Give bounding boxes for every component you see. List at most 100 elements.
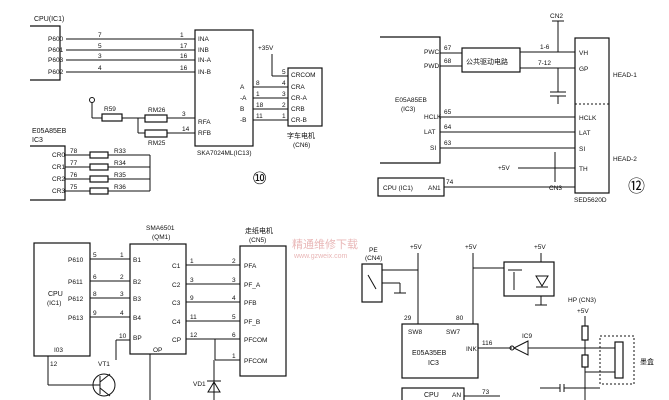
d10-out-num: 18 — [256, 102, 264, 109]
d12-left-num: 63 — [444, 140, 452, 147]
dpe-cpu: CPU — [424, 392, 439, 399]
d10-pin-num: 4 — [98, 65, 102, 72]
d11-sma-ref: (QM1) — [152, 234, 170, 241]
d12-cn2: CN2 — [550, 13, 563, 20]
d11-vt1: VT1 — [98, 361, 110, 368]
d11-num-a: 8 — [93, 291, 97, 298]
d11-pf-pin: PFB — [244, 300, 257, 307]
d10-ic13-in: IN-B — [198, 69, 211, 76]
watermark-text: 精通维修下载 — [292, 237, 358, 251]
d12-left-pin: LAT — [424, 129, 435, 136]
dpe-n29: 29 — [404, 315, 412, 322]
d11-c-num: 11 — [190, 314, 197, 321]
d10-ic13-out: -B — [240, 117, 247, 124]
d10-pin-num: 5 — [98, 43, 102, 50]
dpe-n80: 80 — [456, 315, 464, 322]
dpe-n73: 73 — [482, 389, 490, 396]
d11-c-num: 1 — [190, 258, 194, 265]
d10-cr-pin: CR3 — [52, 188, 65, 195]
d11-pin: P612 — [68, 296, 84, 303]
d11-c-pin: C3 — [172, 300, 181, 307]
d11-pin: P613 — [68, 315, 84, 322]
d10-cr-num: 78 — [70, 148, 78, 155]
d10-cn-num: 3 — [282, 91, 286, 98]
d11-pf-pin: PFCOM — [244, 337, 267, 344]
dpe-plus5: +5V — [534, 244, 546, 251]
d12-head-connector — [574, 37, 610, 194]
d12-cn3: CN3 — [549, 185, 562, 192]
d12-driver-box — [461, 47, 521, 73]
d10-plus35: +35V — [258, 45, 274, 52]
d10-rfb-num: 14 — [182, 126, 190, 133]
d11-c-pin: C1 — [172, 263, 181, 270]
dpe-cn4: (CN4) — [365, 255, 382, 262]
d11-num-a: 9 — [93, 310, 97, 317]
d11-b-pin: B3 — [133, 296, 141, 303]
dpe-n116: 116 — [482, 340, 493, 347]
d11-b-pin: B1 — [133, 257, 141, 264]
d11-pin: P610 — [68, 257, 84, 264]
d10-r59 — [101, 113, 123, 122]
d10-motor-pin: CRA — [291, 84, 305, 91]
d10-ic13 — [194, 29, 254, 147]
dpe-plus5b: +5V — [577, 308, 589, 315]
d11-c-num: 3 — [190, 277, 194, 284]
d10-motor-pin: CR-B — [291, 117, 307, 124]
d11-paper-motor: 走纸电机 — [245, 226, 273, 235]
d11-pf-num: 6 — [232, 332, 236, 339]
d10-cpu-label: CPU(IC1) — [34, 16, 64, 23]
d10-ic13-out: B — [240, 106, 244, 113]
d12-ic3-label: E05A85EB — [395, 97, 427, 104]
d12-left-pin: SI — [430, 145, 436, 152]
d10-ic3-ref: IC3 — [32, 137, 43, 144]
d11-vd1: VD1 — [193, 381, 206, 388]
d12-head-pin: TH — [579, 166, 588, 173]
d10-ic3-box — [30, 145, 66, 201]
d10-rfb: RFB — [198, 130, 211, 137]
dpe-ink: INK — [466, 346, 478, 353]
d11-op: OP — [153, 347, 162, 354]
d12-head2: HEAD-2 — [613, 156, 637, 163]
d10-cr-pin: CR0 — [52, 152, 65, 159]
d10-cr-resistors — [65, 151, 151, 195]
d11-num-a: 5 — [93, 252, 97, 259]
dpe-plus5: +5V — [410, 244, 422, 251]
d11-cpu: CPU — [48, 291, 63, 298]
d10-cpu-pin: P603 — [48, 57, 64, 64]
d12-head-ref: SED5620D — [574, 197, 607, 204]
d11-b-pin: BP — [133, 335, 142, 342]
d11-b-pin: B4 — [133, 315, 141, 322]
d10-cr-res: R35 — [114, 172, 126, 179]
d10-motor-ref: (CN6) — [293, 142, 310, 149]
d11-cpu-ref: (IC1) — [47, 300, 61, 307]
d11-pf-pin: PF_B — [244, 319, 260, 326]
d12-pwd: PWD — [424, 63, 439, 70]
d11-cpu-box — [33, 242, 91, 357]
d10-cr-res: R36 — [114, 184, 126, 191]
d12-an1: AN1 — [428, 185, 441, 192]
d10-pin-num: 16 — [180, 65, 188, 72]
d11-sma-box — [129, 243, 187, 355]
dpe-ic9: IC9 — [522, 333, 533, 340]
d11-pf-num: 1 — [232, 353, 236, 360]
d11-bp-num: 10 — [119, 333, 127, 340]
d11-pf-pin: PF_A — [244, 282, 261, 289]
d10-ic13-label: SKA7024ML(IC13) — [197, 150, 252, 157]
d11-c-num: 12 — [190, 332, 198, 339]
d10-cr-pin: CR1 — [52, 164, 65, 171]
d10-cr-num: 75 — [70, 184, 78, 191]
d10-ic13-in: INB — [198, 47, 209, 54]
d10-cpu-box — [30, 25, 61, 81]
d12-head-pin: HCLK — [579, 115, 597, 122]
d10-cr-pin: CR2 — [52, 176, 65, 183]
d12-head-pin: GP — [579, 66, 588, 73]
d10-pin-num: 7 — [98, 32, 102, 39]
d12-plus5: +5V — [498, 165, 510, 172]
d10-circle-number: ⑩ — [252, 169, 267, 189]
dpe-ic3-label: E05A35EB — [412, 350, 447, 357]
d10-cn-num: 2 — [282, 102, 286, 109]
d10-pin-num: 17 — [180, 43, 188, 50]
dpe-ink-cartridge — [614, 341, 624, 379]
d10-motor-pin: CR-A — [291, 95, 308, 102]
